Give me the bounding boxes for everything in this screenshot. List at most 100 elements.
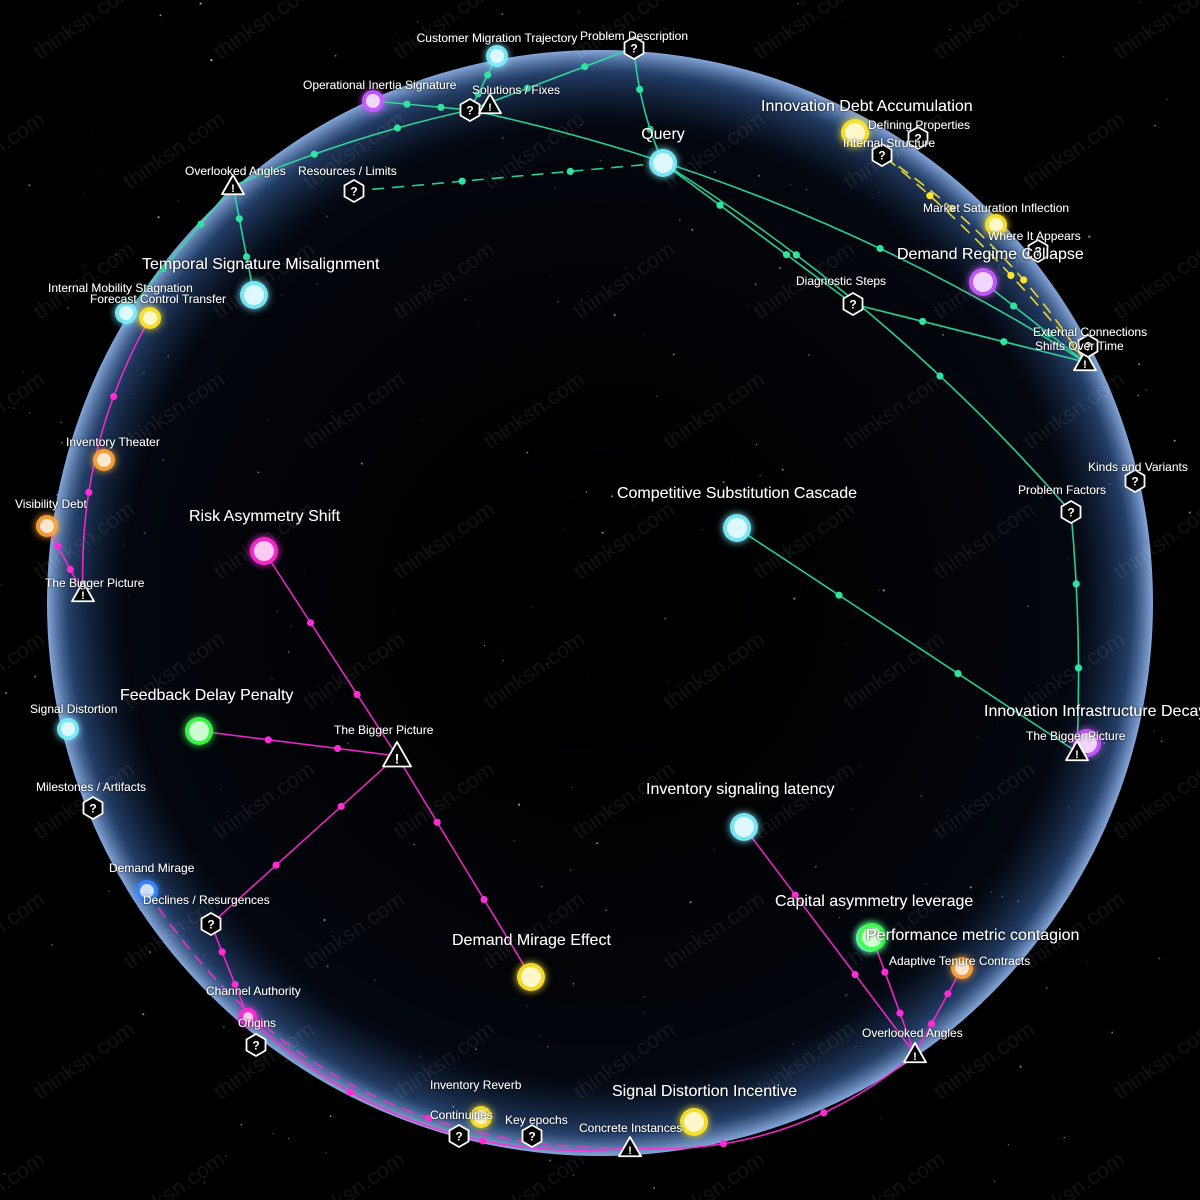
star	[61, 442, 63, 444]
star	[1166, 342, 1168, 344]
node-solutions-fixes[interactable]: ?	[459, 97, 481, 123]
node-core	[366, 94, 380, 108]
star	[272, 1133, 274, 1135]
edge-arrow	[353, 690, 361, 699]
edge-internal-structure-to-shifts-over-time	[881, 154, 1086, 363]
edge-demand-regime-collapse-to-shifts-over-time	[982, 281, 1086, 363]
star	[1139, 907, 1141, 908]
node-label: Diagnostic Steps	[796, 274, 886, 288]
node-problem-description[interactable]: ?	[623, 35, 645, 61]
star	[92, 1056, 93, 1058]
edge-arrow	[646, 125, 654, 134]
hexagon-question-icon	[1060, 499, 1082, 525]
node-declines-resurgences[interactable]: ?	[200, 911, 222, 937]
edge-arrow	[1010, 302, 1018, 310]
node-risk-asymmetry-shift[interactable]	[250, 537, 278, 565]
edge-the-bigger-picture-center-to-feedback-delay-penalty	[198, 730, 398, 757]
node-demand-mirage[interactable]	[136, 880, 158, 902]
node-label: Operational Inertia Signature	[303, 78, 457, 92]
edge-arrow	[54, 542, 62, 550]
node-overlooked-angles-bottom[interactable]: !	[903, 1042, 927, 1064]
node-label: The Bigger Picture	[45, 576, 145, 590]
star	[1188, 511, 1191, 514]
node-diagnostic-steps[interactable]: ?	[842, 291, 864, 317]
node-temporal-signature-misalignment[interactable]	[240, 281, 268, 309]
node-label: Shifts Over Time	[1035, 339, 1124, 353]
node-label: The Bigger Picture	[334, 723, 434, 737]
node-concrete-failures[interactable]: !	[478, 93, 502, 115]
node-signal-distortion[interactable]	[57, 718, 79, 740]
node-external-connections[interactable]: ?	[1077, 333, 1099, 359]
node-milestones-artifacts[interactable]: ?	[82, 795, 104, 821]
edge-arrow	[1074, 664, 1083, 672]
node-label: Solutions / Fixes	[472, 83, 560, 97]
node-demand-regime-collapse[interactable]	[969, 268, 997, 296]
node-kinds-and-variants[interactable]: ?	[1124, 468, 1146, 494]
node-shifts-over-time[interactable]: !	[1073, 350, 1097, 372]
star	[1176, 554, 1178, 555]
node-the-bigger-picture-left[interactable]: !	[71, 581, 95, 603]
node-demand-mirage-effect[interactable]	[517, 963, 545, 991]
node-inventory-theater[interactable]	[93, 449, 115, 471]
star	[1139, 1, 1141, 3]
node-label: Concrete Instances	[579, 1121, 682, 1135]
edge-demand-mirage-to-concrete-instances	[146, 890, 631, 1149]
node-the-bigger-picture-right[interactable]: !	[1065, 740, 1089, 762]
node-problem-factors[interactable]: ?	[1060, 499, 1082, 525]
node-signal-distortion-incentive[interactable]	[680, 1108, 708, 1136]
node-performance-metric-contagion[interactable]	[858, 923, 886, 951]
node-continuities[interactable]: ?	[448, 1123, 470, 1149]
node-inventory-signaling-latency[interactable]	[730, 813, 758, 841]
edge-arrow	[243, 253, 251, 261]
question-mark-glyph: ?	[455, 1130, 462, 1144]
star	[664, 28, 667, 30]
node-label: Problem Description	[580, 29, 688, 43]
star	[329, 1115, 332, 1118]
node-internal-structure[interactable]: ?	[871, 142, 893, 168]
node-innovation-debt-accumulation[interactable]	[841, 119, 869, 147]
node-forecast-control-transfer[interactable]	[139, 307, 161, 329]
node-customer-migration-trajectory[interactable]	[486, 45, 508, 67]
node-market-saturation-inflection[interactable]	[985, 214, 1007, 236]
exclamation-glyph: !	[395, 751, 400, 767]
edge-arrow	[919, 317, 927, 325]
node-resources-limits[interactable]: ?	[343, 178, 365, 204]
edge-problem-factors-to-the-bigger-picture-right	[1070, 511, 1080, 753]
star	[1173, 439, 1176, 442]
edge-arrow	[1072, 580, 1080, 588]
node-defining-properties[interactable]: ?	[907, 125, 929, 151]
node-adaptive-tenure-contracts[interactable]	[951, 957, 973, 979]
node-inventory-reverb[interactable]	[470, 1106, 492, 1128]
star	[1087, 960, 1088, 962]
node-the-bigger-picture-center[interactable]: !	[382, 741, 412, 768]
node-label: Key epochs	[505, 1113, 568, 1127]
edge-query-to-problem-factors	[662, 162, 1072, 513]
edge-arrow	[264, 736, 272, 744]
star	[1019, 37, 1020, 38]
hexagon-question-icon	[1124, 468, 1146, 494]
node-operational-inertia-signature[interactable]	[362, 90, 384, 112]
star	[91, 131, 92, 132]
star	[3, 1173, 6, 1175]
star	[84, 193, 85, 195]
star	[1154, 125, 1156, 127]
edge-arrow	[719, 1140, 728, 1148]
hexagon-question-icon	[907, 125, 929, 151]
star	[1111, 1031, 1114, 1034]
node-key-epochs[interactable]: ?	[521, 1123, 543, 1149]
node-internal-mobility-stagnation[interactable]	[115, 302, 137, 324]
node-competitive-substitution-cascade[interactable]	[723, 514, 751, 542]
edge-arrow	[1000, 338, 1008, 346]
node-origins[interactable]: ?	[245, 1032, 267, 1058]
node-query[interactable]	[649, 149, 677, 177]
node-where-it-appears[interactable]: ?	[1027, 238, 1049, 264]
node-visibility-debt[interactable]	[36, 515, 58, 537]
node-overlooked-angles-top[interactable]: !	[221, 174, 245, 196]
edge-inventory-signaling-latency-to-overlooked-angles-bottom	[743, 826, 916, 1055]
star	[199, 2, 202, 5]
node-channel-authority[interactable]	[239, 1008, 257, 1026]
watermark-text: thinksn.com	[119, 1146, 230, 1200]
node-feedback-delay-penalty[interactable]	[185, 717, 213, 745]
node-concrete-instances[interactable]: !	[618, 1136, 642, 1158]
